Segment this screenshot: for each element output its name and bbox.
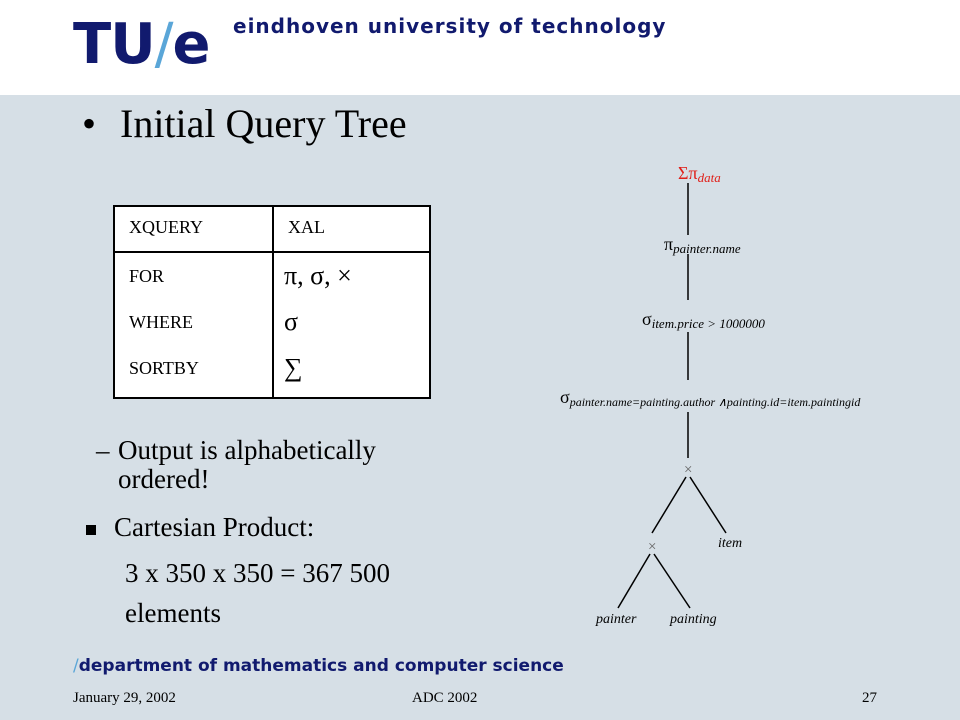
- leaf-item: item: [718, 536, 742, 551]
- logo-slash: /: [154, 12, 174, 77]
- operator-sortby: ∑: [284, 353, 303, 382]
- footer-date: January 29, 2002: [73, 690, 176, 706]
- clause-for: FOR: [129, 266, 165, 286]
- leaf-painting: painting: [669, 612, 717, 627]
- root-sigma: Σ: [678, 163, 688, 183]
- node-selection-join: σpainter.name=painting.author ∧painting.…: [560, 387, 861, 409]
- cartesian-text: Cartesian Product:: [114, 512, 315, 542]
- edge-cross-item: [689, 476, 727, 534]
- calc-text: 3 x 350 x 350 = 367 500: [125, 558, 390, 588]
- table-row: FOR WHERE SORTBY π, σ, × σ ∑: [113, 251, 431, 399]
- edge-crossb-painting: [653, 553, 691, 609]
- leaf-painter: painter: [595, 612, 637, 627]
- elements-text: elements: [125, 598, 221, 628]
- proj-sub: painter.name: [672, 241, 741, 256]
- department-label: /department of mathematics and computer …: [73, 656, 564, 676]
- edge-crossb-painter: [617, 553, 651, 609]
- operator-for: π, σ, ×: [284, 261, 352, 290]
- table-header-row: XQUERY XAL: [113, 205, 431, 253]
- table-header-xal: XAL: [272, 205, 431, 253]
- proj-pi: π: [664, 234, 673, 254]
- clause-where: WHERE: [129, 312, 193, 332]
- logo-tu: TU: [73, 12, 156, 77]
- node-cross-bottom: ×: [648, 539, 656, 555]
- slide-title-text: Initial Query Tree: [120, 101, 407, 146]
- footer-page-number: 27: [862, 690, 877, 706]
- tue-logo: TU/e: [73, 10, 211, 80]
- node-root: Σπdata: [678, 163, 721, 185]
- root-sub: data: [698, 170, 722, 185]
- output-text: Output is alphabetically ordered!: [118, 435, 376, 494]
- slide-title: • Initial Query Tree: [82, 100, 407, 147]
- sel2-sigma: σ: [560, 387, 570, 407]
- dash-marker: –: [96, 435, 110, 465]
- header-bar: TU/e eindhoven university of technology: [0, 0, 960, 95]
- logo-e: e: [172, 12, 211, 77]
- clause-sortby: SORTBY: [129, 358, 199, 378]
- cartesian-bullet: Cartesian Product:: [86, 512, 314, 543]
- query-tree-diagram: Σπdata πpainter.name σitem.price > 10000…: [560, 163, 861, 627]
- table-cell-xquery-clauses: FOR WHERE SORTBY: [113, 251, 274, 399]
- edge-cross-crossb: [651, 476, 687, 534]
- square-bullet-icon: [86, 524, 96, 535]
- title-bullet: •: [82, 101, 97, 146]
- node-selection-price: σitem.price > 1000000: [642, 309, 765, 331]
- tree-edges: [617, 183, 727, 609]
- table-cell-xal-operators: π, σ, × σ ∑: [272, 251, 431, 399]
- node-cross-top: ×: [684, 462, 692, 478]
- footer-conference: ADC 2002: [412, 690, 478, 706]
- sel1-sub: item.price > 1000000: [652, 316, 766, 331]
- sel1-sigma: σ: [642, 309, 652, 329]
- university-name: eindhoven university of technology: [233, 14, 667, 38]
- table-header-xquery: XQUERY: [113, 205, 274, 253]
- node-projection: πpainter.name: [664, 234, 741, 256]
- department-text: department of mathematics and computer s…: [78, 656, 564, 676]
- dept-slash: /: [73, 656, 79, 676]
- mapping-table: XQUERY XAL FOR WHERE SORTBY π, σ, × σ ∑: [113, 205, 431, 399]
- sel2-sub: painter.name=painting.author ∧painting.i…: [569, 395, 862, 409]
- root-pi: π: [688, 163, 697, 183]
- operator-where: σ: [284, 307, 299, 336]
